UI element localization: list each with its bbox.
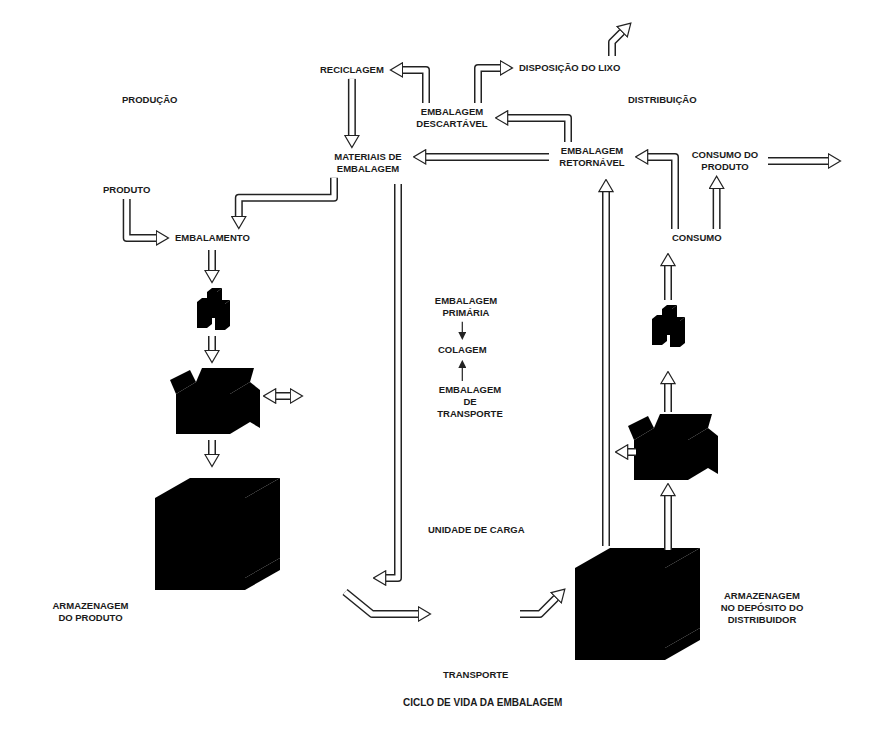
step-label: RECICLAGEM [320, 64, 384, 76]
stage-label: PRODUÇÃO [119, 93, 180, 107]
step-label: EMBALAGEM PRIMÁRIA [431, 295, 501, 319]
connector-stroke [239, 178, 334, 216]
flow-arrow [668, 384, 669, 412]
connector-stroke [714, 189, 719, 229]
thin-arrow [462, 322, 463, 333]
step-label: CONSUMO [672, 232, 722, 244]
thin-arrow [462, 367, 463, 381]
connector-stroke [127, 199, 156, 238]
connector-stroke [478, 68, 500, 103]
connector-stroke [239, 178, 334, 216]
connector-stroke [713, 189, 721, 229]
connector-stroke [508, 118, 568, 142]
process-step: EMBALAGEM DE TRANSPORTE [428, 383, 512, 421]
connector-layer [127, 68, 717, 381]
process-step: MATERIAIS DE EMBALAGEM [326, 150, 410, 176]
flow-arrow [127, 199, 156, 238]
transport-carton [628, 414, 718, 480]
connector-stroke [508, 118, 568, 142]
connector-stroke [462, 322, 463, 333]
process-step: PRODUTO [100, 183, 153, 197]
connector-stroke [462, 367, 463, 381]
connector-stroke [426, 153, 549, 161]
process-step: DISPOSIÇÃO DO LIXO [516, 61, 623, 75]
connector-stroke [648, 157, 675, 229]
step-label: CONSUMO DO PRODUTO [688, 149, 762, 173]
flow-arrow [716, 189, 717, 229]
flow-arrow [386, 184, 398, 578]
connector-stroke [348, 79, 356, 135]
flow-arrow [606, 192, 607, 546]
process-step: EMBALAGEM RETORNÁVEL [552, 144, 632, 170]
flow-arrow [276, 396, 290, 397]
flow-arrow [345, 592, 418, 614]
step-label: EMBALAGEM RETORNÁVEL [555, 145, 629, 169]
connector-stroke [403, 70, 426, 103]
stage-label: DISTRIBUIÇÃO [625, 93, 700, 107]
connector-stroke [403, 70, 426, 103]
connector-stroke [127, 199, 156, 238]
stage-label: ARMAZENAGEM DO PRODUTO [43, 599, 138, 625]
process-step: EMBALAGEM DESCARTÁVEL [412, 105, 492, 131]
stage-label: ARMAZENAGEM NO DEPÓSITO DO DISTRIBUIDOR [716, 589, 808, 627]
process-step: COLAGEM [435, 343, 490, 357]
step-label: PRODUTO [103, 184, 150, 196]
connector-stroke [478, 68, 500, 103]
flow-arrow [768, 161, 828, 162]
flow-arrow [668, 496, 669, 550]
product-bottles [197, 288, 230, 330]
step-label: COLAGEM [438, 344, 487, 356]
flow-arrow [612, 32, 622, 56]
flow-arrow [212, 250, 213, 270]
process-step: RECICLAGEM [317, 63, 387, 77]
connector-stroke [426, 154, 549, 159]
flow-arrow [426, 156, 549, 157]
flow-arrow [508, 118, 568, 142]
flow-arrow [212, 336, 213, 350]
step-label: EMBALAMENTO [175, 232, 250, 244]
process-step: CONSUMO [669, 231, 725, 245]
connector-stroke [349, 79, 354, 135]
step-label: EMBALAGEM DE TRANSPORTE [431, 384, 509, 420]
connector-stroke [648, 157, 675, 229]
flow-arrow [648, 157, 675, 229]
flow-arrow [520, 598, 556, 614]
product-bottles [652, 305, 685, 347]
flow-arrow [628, 452, 636, 453]
flow-arrow [239, 178, 334, 216]
step-label: DISPOSIÇÃO DO LIXO [519, 62, 620, 74]
process-step: EMBALAGEM PRIMÁRIA [428, 294, 504, 320]
flow-arrow [212, 440, 213, 454]
flow-arrow [351, 79, 352, 135]
step-label: MATERIAIS DE EMBALAGEM [329, 151, 407, 175]
stage-label: UNIDADE DE CARGA [425, 523, 528, 537]
stage-label: TRANSPORTE [440, 668, 511, 682]
figure-caption: CICLO DE VIDA DA EMBALAGEM [400, 696, 565, 711]
load-pallet [575, 548, 700, 660]
process-step: CONSUMO DO PRODUTO [685, 148, 765, 174]
flow-arrow [668, 266, 669, 300]
process-step: EMBALAMENTO [172, 231, 253, 245]
step-label: EMBALAGEM DESCARTÁVEL [415, 106, 489, 130]
flow-arrow [478, 68, 500, 103]
load-pallet [155, 478, 280, 590]
flow-arrow [403, 70, 426, 103]
transport-carton [170, 368, 260, 434]
